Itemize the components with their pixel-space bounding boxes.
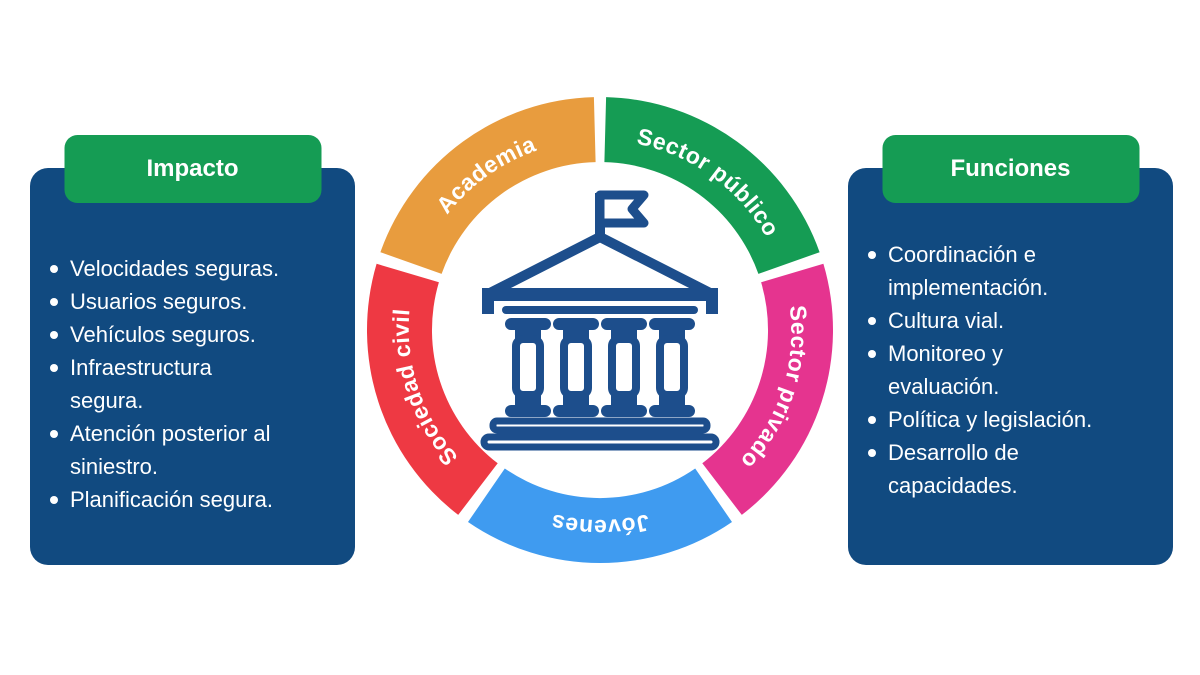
step-lower [480, 433, 720, 451]
entablature [482, 288, 718, 301]
column [553, 318, 599, 417]
functions-panel: Funciones Coordinación e implementación.… [848, 135, 1173, 565]
ring-segment-sociedad-civil [366, 263, 498, 515]
ring-segment-academia [380, 97, 596, 274]
column [649, 318, 695, 417]
list-item: Política y legislación. [868, 403, 1151, 436]
flag-icon [595, 190, 649, 228]
list-item: Monitoreo y evaluación. [868, 337, 1151, 403]
list-item: Velocidades seguras. [50, 252, 333, 285]
eave-cap-right [706, 288, 718, 314]
list-item: Coordinación e implementación. [868, 238, 1151, 304]
ring-segment-sector-publico [604, 97, 820, 274]
column [601, 318, 647, 417]
list-item: Cultura vial. [868, 304, 1151, 337]
pediment-roof [485, 232, 715, 298]
column [505, 318, 551, 417]
functions-header-badge: Funciones [882, 135, 1139, 203]
impact-panel: Impacto Velocidades seguras.Usuarios seg… [30, 135, 355, 565]
architrave-line [502, 306, 698, 314]
list-item: Planificación segura. [50, 483, 333, 516]
step-upper [489, 417, 711, 434]
list-item: Usuarios seguros. [50, 285, 333, 318]
list-item: Vehículos seguros. [50, 318, 333, 351]
list-item: Infraestructura segura. [50, 351, 333, 417]
eave-cap-left [482, 288, 494, 314]
list-item: Desarrollo de capacidades. [868, 436, 1151, 502]
functions-list: Coordinación e implementación.Cultura vi… [848, 168, 1173, 502]
impact-list: Velocidades seguras.Usuarios seguros.Veh… [30, 168, 355, 516]
government-building-icon [480, 190, 720, 451]
ring-segment-sector-privado [702, 263, 834, 515]
impact-header-badge: Impacto [64, 135, 321, 203]
list-item: Atención posterior al siniestro. [50, 417, 333, 483]
ring-segment-jovenes [468, 468, 732, 563]
